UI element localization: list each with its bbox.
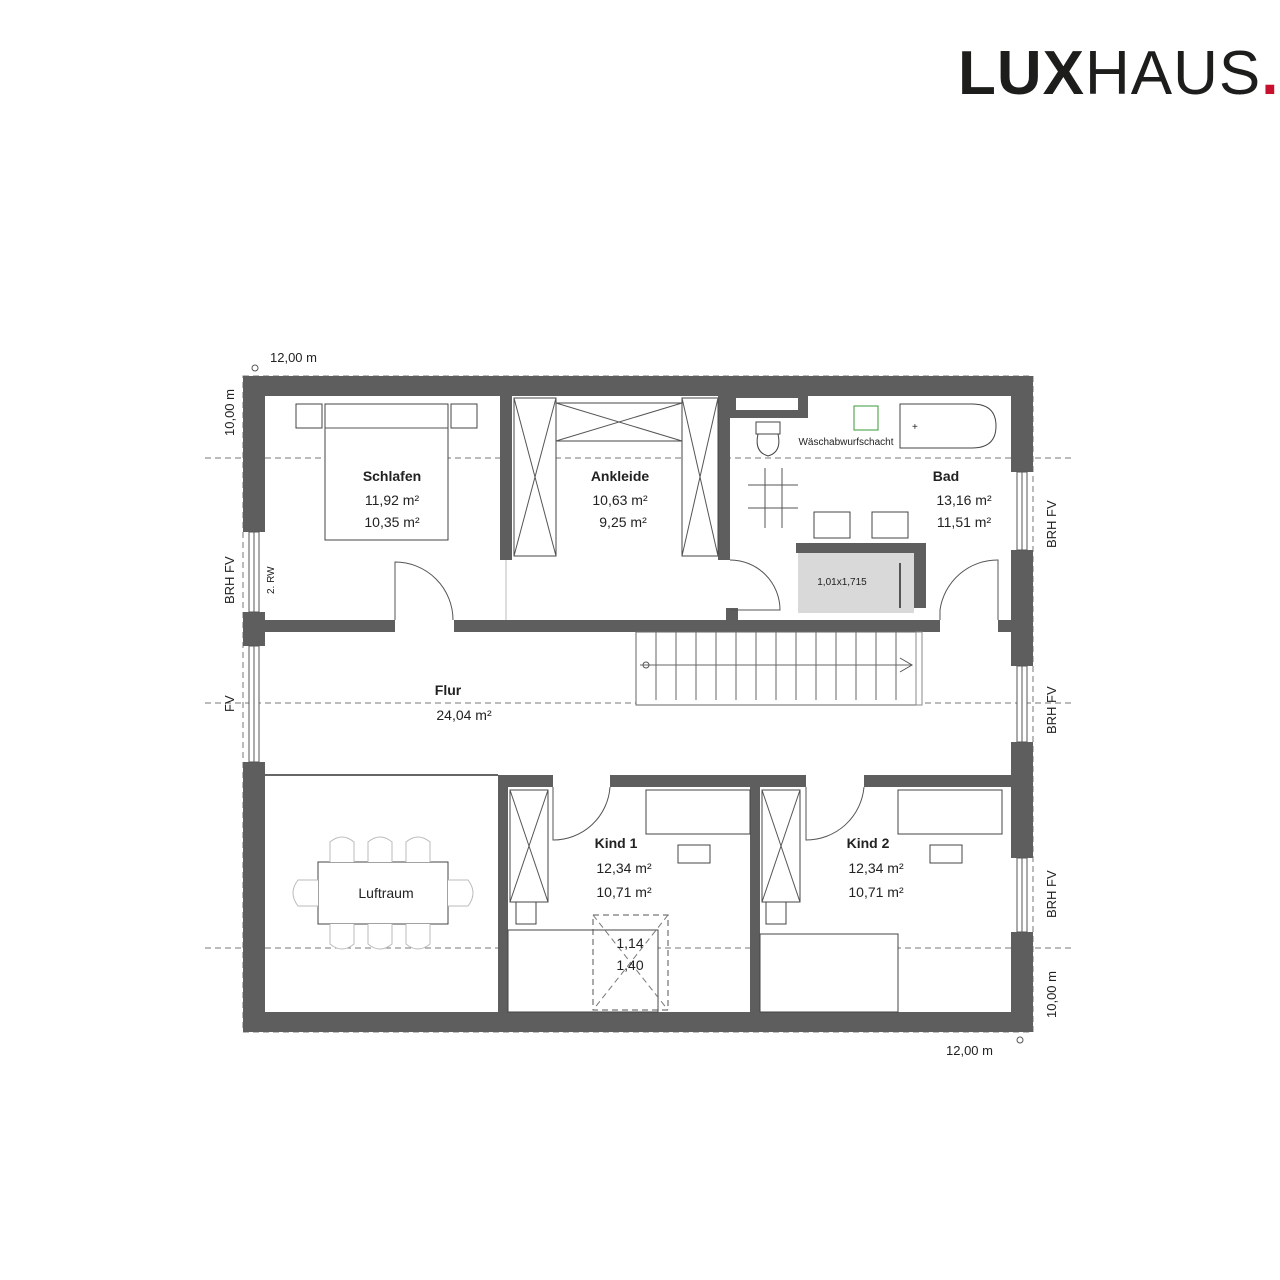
- shower-size-label: 1,01x1,715: [817, 577, 867, 588]
- interior-walls: [243, 376, 1033, 1032]
- doors[interactable]: [394, 559, 999, 841]
- dim-right-depth: 10,00 m: [1044, 971, 1059, 1018]
- luftraum-dining-set: [292, 836, 474, 950]
- dimension-markers: [251, 364, 1024, 1044]
- logo-dot: .: [1261, 39, 1280, 108]
- laundry-chute-label: Wäschabwurfschacht: [798, 437, 893, 448]
- bad-fixtures: +: [748, 403, 997, 613]
- room-area2-schlafen: 10,35 m²: [364, 514, 420, 530]
- room-name-bad: Bad: [933, 468, 959, 484]
- room-name-kind2: Kind 2: [847, 835, 890, 851]
- room-schlafen: Schlafen 11,92 m² 10,35 m²: [363, 468, 421, 530]
- room-area2-kind1: 10,71 m²: [596, 884, 652, 900]
- room-ankleide: Ankleide 10,63 m² 9,25 m²: [591, 468, 650, 530]
- logo-lux: LUX: [958, 39, 1085, 108]
- dim-bottom-width: 12,00 m: [946, 1043, 993, 1058]
- room-area2-kind2: 10,71 m²: [848, 884, 904, 900]
- room-area1-schlafen: 11,92 m²: [365, 492, 420, 508]
- room-luftraum: Luftraum: [358, 885, 413, 901]
- dim-top-width: 12,00 m: [270, 350, 317, 365]
- schlafen-furniture: [295, 403, 478, 541]
- ankleide-wardrobes: [505, 397, 719, 620]
- kind1-furniture: [507, 789, 751, 1013]
- room-name-schlafen: Schlafen: [363, 468, 421, 484]
- logo-haus: HAUS: [1085, 39, 1262, 108]
- window-label-right-1: BRH FV: [1044, 500, 1059, 548]
- skylight-width-label: 1,14: [616, 935, 643, 951]
- room-area2-bad: 11,51 m²: [937, 514, 992, 530]
- room-area1-kind1: 12,34 m²: [596, 860, 652, 876]
- room-area1-bad: 13,16 m²: [936, 492, 992, 508]
- room-area2-ankleide: 9,25 m²: [599, 514, 647, 530]
- window-label-right-2: BRH FV: [1044, 686, 1059, 734]
- svg-text:+: +: [912, 422, 918, 433]
- window-label-left-lower: FV: [222, 695, 237, 712]
- outer-walls: [243, 376, 1033, 1032]
- kind2-furniture: [759, 789, 1003, 1013]
- room-name-flur: Flur: [435, 682, 462, 698]
- dim-left-depth: 10,00 m: [222, 389, 237, 436]
- window-label-left-rw: 2. RW: [266, 566, 277, 594]
- windows: [248, 471, 1028, 933]
- window-label-left-upper: BRH FV: [222, 556, 237, 604]
- room-kind1: Kind 1 12,34 m² 10,71 m²: [595, 835, 652, 900]
- window-label-right-3: BRH FV: [1044, 870, 1059, 918]
- room-area1-flur: 24,04 m²: [436, 707, 492, 723]
- room-flur: Flur 24,04 m²: [435, 682, 492, 723]
- room-bad: Bad 13,16 m² 11,51 m²: [933, 468, 992, 530]
- room-name-kind1: Kind 1: [595, 835, 638, 851]
- room-area1-kind2: 12,34 m²: [848, 860, 904, 876]
- room-area1-ankleide: 10,63 m²: [592, 492, 648, 508]
- staircase: [635, 631, 923, 706]
- skylight-height-label: 1,40: [616, 957, 643, 973]
- room-name-luftraum: Luftraum: [358, 885, 413, 901]
- room-name-ankleide: Ankleide: [591, 468, 650, 484]
- room-kind2: Kind 2 12,34 m² 10,71 m²: [847, 835, 904, 900]
